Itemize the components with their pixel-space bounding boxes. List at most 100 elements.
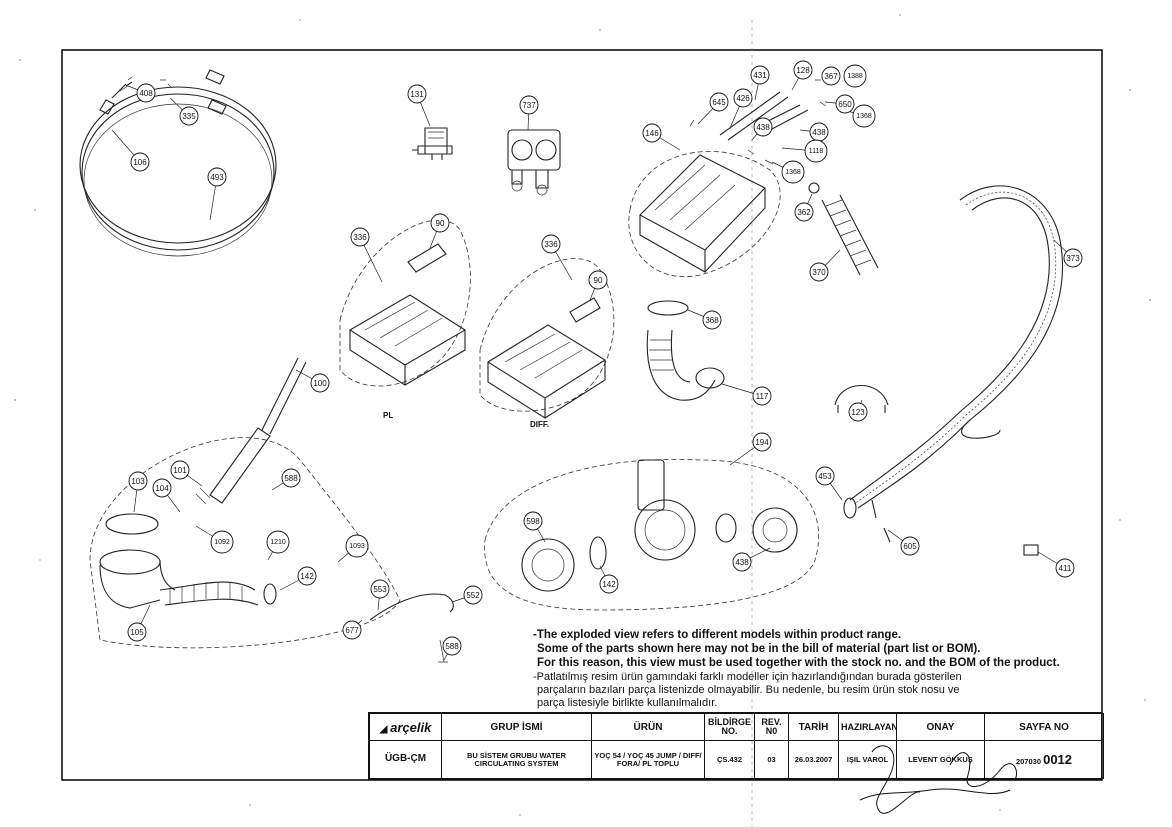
callout-90: 90 [588, 270, 608, 290]
callout-number: 552 [466, 591, 480, 600]
callout-circle [430, 213, 450, 233]
small-parts-top-drawing [689, 79, 827, 165]
callout-number: 117 [756, 392, 769, 401]
callout-142: 142 [599, 574, 619, 594]
callout-number: 1368 [785, 169, 801, 176]
callout-number: 194 [755, 438, 769, 447]
callout-circle [523, 511, 543, 531]
callout-circle [852, 104, 876, 128]
value-rev-no: 03 [754, 740, 789, 779]
callout-number: 408 [139, 89, 153, 98]
callout-circle [210, 530, 234, 554]
callout-number: 90 [436, 219, 445, 228]
value-sayfa-no: 207030 0012 [984, 740, 1104, 779]
header-bildirge-no: BİLDİRGE NO. [704, 713, 755, 741]
callout-circle [599, 574, 619, 594]
callout-101: 101 [170, 460, 190, 480]
value-hazirlayan: IŞIL VAROL [838, 740, 897, 779]
callout-circle [843, 64, 867, 88]
bellow-370-drawing [808, 182, 879, 276]
callout-493: 493 [207, 167, 227, 187]
callout-circle [297, 566, 317, 586]
callout-circle [127, 622, 147, 642]
callout-circle [152, 478, 172, 498]
callout-438: 438 [753, 117, 773, 137]
callout-90: 90 [430, 213, 450, 233]
callout-circle [370, 579, 390, 599]
callout-1388: 1388 [843, 64, 867, 88]
callout-circle [207, 167, 227, 187]
callout-circle [350, 227, 370, 247]
shock-absorber-drawing [195, 357, 307, 505]
pump-group-194-drawing [484, 459, 819, 611]
callout-number: 588 [284, 474, 298, 483]
callout-circle [848, 402, 868, 422]
callout-circle [442, 636, 462, 656]
callout-circle [821, 66, 841, 86]
callout-number: 103 [131, 477, 145, 486]
variant-label-pl: PL [383, 411, 393, 420]
brand-logo: ◢ arçelik [369, 713, 442, 741]
callout-number: 598 [526, 517, 540, 526]
callout-number: 1210 [270, 539, 286, 546]
callout-number: 737 [522, 101, 536, 110]
callout-104: 104 [152, 478, 172, 498]
callout-circle [793, 60, 813, 80]
callout-number: 1118 [809, 148, 824, 155]
valve-131-drawing [412, 127, 453, 160]
logo-mark-icon: ◢ [379, 723, 388, 735]
callout-circle [463, 585, 483, 605]
callout-circle [588, 270, 608, 290]
header-sayfa-no: SAYFA NO [984, 713, 1104, 741]
callout-142: 142 [297, 566, 317, 586]
callout-circle [342, 620, 362, 640]
callout-circle [794, 202, 814, 222]
note-line-3: For this reason, this view must be used … [537, 657, 1060, 669]
callout-105: 105 [127, 622, 147, 642]
callout-circle [702, 310, 722, 330]
header-onay: ONAY [896, 713, 985, 741]
callout-circle [541, 234, 561, 254]
callout-number: 336 [544, 240, 558, 249]
callout-103: 103 [128, 471, 148, 491]
callout-number: 453 [818, 472, 832, 481]
hose-117-drawing [646, 300, 725, 401]
callout-number: 605 [903, 542, 917, 551]
callout-circle [130, 152, 150, 172]
callout-588: 588 [442, 636, 462, 656]
callout-737: 737 [519, 95, 539, 115]
callout-588: 588 [281, 468, 301, 488]
callout-circle [752, 432, 772, 452]
callout-number: 131 [410, 90, 424, 99]
callout-circle [136, 83, 156, 103]
callout-circle [750, 65, 770, 85]
callout-553: 553 [370, 579, 390, 599]
callout-number: 368 [705, 316, 719, 325]
callout-circle [519, 95, 539, 115]
variant-label-diff: DIFF. [530, 420, 549, 429]
callout-431: 431 [750, 65, 770, 85]
callout-number: 553 [373, 585, 387, 594]
callout-336: 336 [541, 234, 561, 254]
callout-number: 362 [797, 208, 811, 217]
callout-circle [815, 466, 835, 486]
callout-circle [781, 160, 805, 184]
value-onay: LEVENT GÖKKUŞ [896, 740, 985, 779]
valve-737-drawing [507, 129, 561, 196]
callout-1092: 1092 [210, 530, 234, 554]
clamp-123-drawing [834, 384, 889, 413]
drain-hose-373-drawing [849, 185, 1064, 509]
callout-number: 105 [130, 628, 144, 637]
drawing-frame [61, 49, 1103, 781]
small-parts-right-drawing [843, 497, 1039, 556]
callout-1368: 1368 [852, 104, 876, 128]
callout-438: 438 [732, 552, 752, 572]
note-line-5: parçaların bazıları parça listenizde olm… [537, 684, 960, 696]
inlet-hose-drawing [79, 69, 277, 257]
callout-number: 438 [735, 558, 749, 567]
callout-367: 367 [821, 66, 841, 86]
callout-circle [310, 373, 330, 393]
drawing-notes: -The exploded view refers to different m… [533, 629, 1060, 709]
callout-number: 645 [712, 98, 726, 107]
